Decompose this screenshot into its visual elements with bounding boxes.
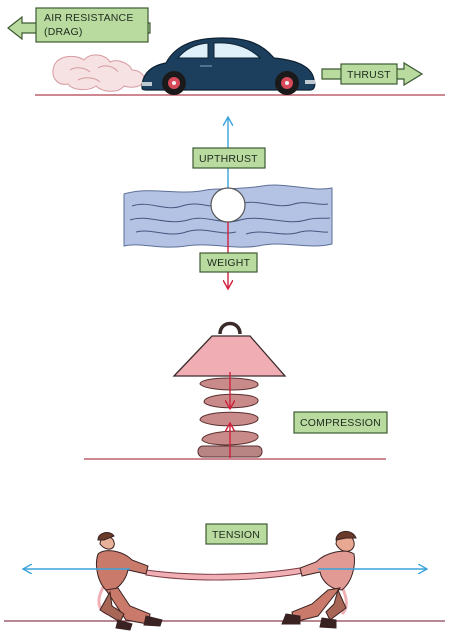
car [141,37,316,95]
drag-label-line2: (DRAG) [44,26,83,38]
exhaust-smoke [52,54,145,92]
drag-label-line1: AIR RESISTANCE [44,12,134,24]
rope [145,567,305,581]
spring [197,377,263,458]
compression-label-box [293,411,388,434]
thrust-label: THRUST [347,69,391,81]
thrust-label-box [340,63,398,85]
drag-label-box [35,7,149,43]
weight-block [172,321,287,377]
thrust-arrow: THRUST [321,61,424,87]
left-person [95,532,163,631]
upthrust-label-box [192,147,266,169]
tension-label: TENSION [212,529,260,541]
weight-label-box [199,252,258,273]
car-window-rear [176,42,209,59]
right-person [281,531,357,629]
floating-ball [210,187,246,223]
weight-label: WEIGHT [207,257,251,269]
tension-label-box [205,523,268,545]
car-window-front [213,42,262,59]
car-scene: AIR RESISTANCE (DRAG) THRUST [7,7,445,96]
float-scene: UPTHRUST WEIGHT [123,118,333,288]
upthrust-label: UPTHRUST [199,153,258,165]
compression-label: COMPRESSION [300,417,381,429]
tension-scene: TENSION [4,523,445,631]
spring-scene: COMPRESSION [84,321,388,460]
drag-arrow: AIR RESISTANCE (DRAG) [7,7,151,43]
